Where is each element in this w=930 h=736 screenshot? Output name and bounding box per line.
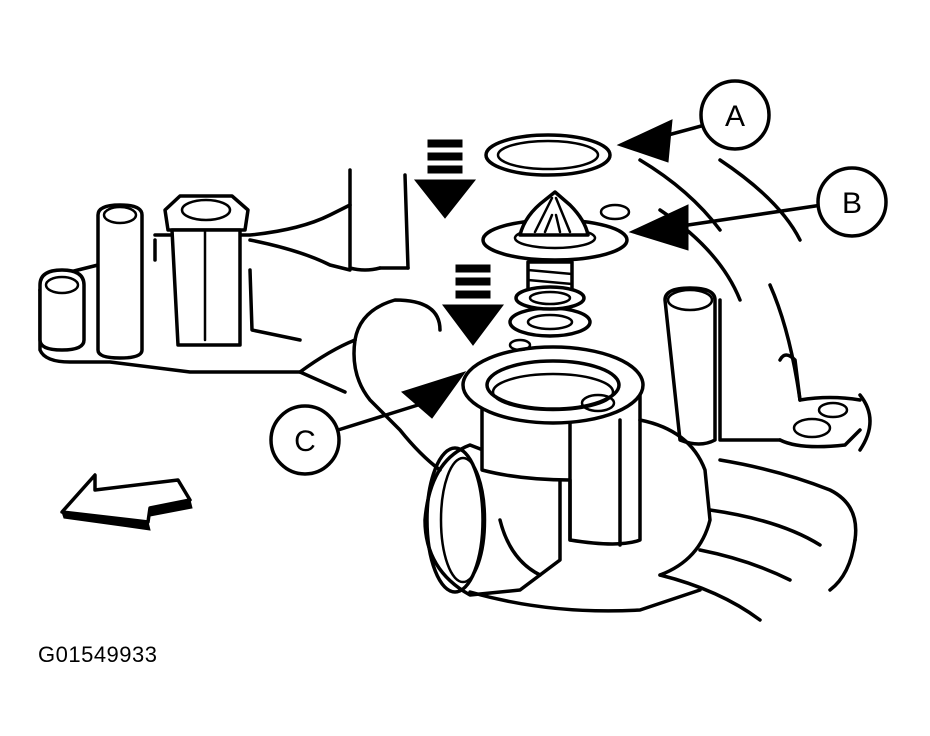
install-arrow-lower [442,264,504,346]
engine-casting-right [638,158,872,622]
figure-id: G01549933 [38,642,158,667]
engine-casting-left [38,194,357,394]
direction-arrow-icon [60,473,193,531]
callout-c: C [269,371,467,476]
install-arrow-upper [413,139,477,219]
callout-a-label: A [725,100,745,133]
callout-c-label: C [294,425,316,458]
thermostat [481,190,631,311]
thermostat-seal [508,306,592,338]
upper-pipe [348,168,410,272]
o-ring-gasket [484,133,612,177]
callout-b-label: B [842,187,862,220]
callout-a: A [616,79,771,163]
callout-b: B [628,166,888,251]
thermostat-housing [352,298,712,613]
